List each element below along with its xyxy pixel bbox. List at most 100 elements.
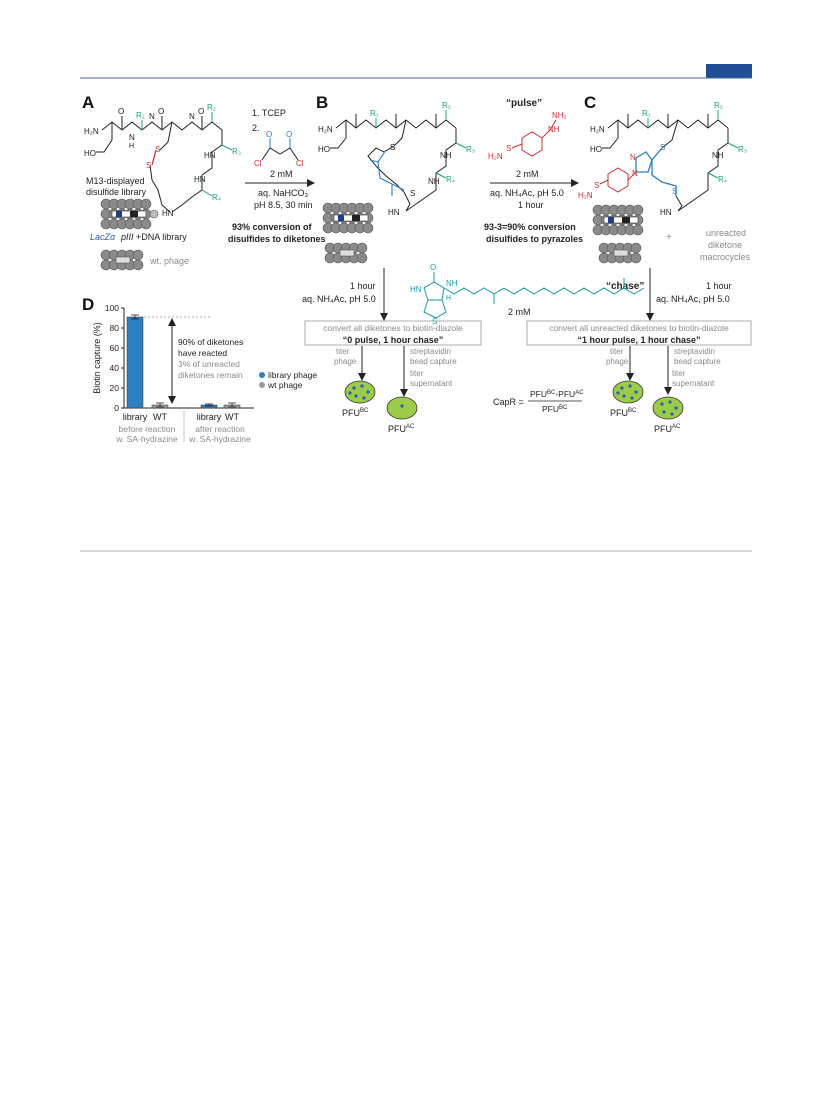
y-tick-label: 20 bbox=[110, 383, 120, 393]
panel-a-structure bbox=[96, 112, 233, 213]
right-plate-ac bbox=[652, 396, 684, 420]
group-label: after reaction bbox=[195, 424, 245, 434]
right-titer-sup-1: titer bbox=[672, 369, 686, 378]
panel-b-nh2: NH bbox=[428, 177, 440, 186]
right-titer-sup-2: supernatant bbox=[672, 379, 715, 388]
panel-c-sulfonamide bbox=[599, 167, 637, 193]
panel-c-h2n: H₂N bbox=[590, 125, 605, 134]
panel-b-h2n: H₂N bbox=[318, 125, 333, 134]
panel-c-r3: R₃ bbox=[738, 145, 747, 154]
panel-label-a: A bbox=[82, 93, 94, 112]
x-tick-label: library bbox=[123, 412, 148, 422]
biotin-s: S bbox=[432, 317, 437, 326]
left-plate-bc bbox=[344, 380, 376, 404]
y-tick-label: 40 bbox=[110, 363, 120, 373]
panel-a-wt-phage bbox=[100, 249, 144, 271]
panel-a-o2: O bbox=[158, 107, 164, 116]
step-ab-conv1: 93% conversion of bbox=[232, 222, 313, 232]
right-pfu-bc: PFUBC bbox=[610, 408, 637, 418]
panel-c-unreacted3: macrocycles bbox=[700, 252, 751, 262]
panel-c-unreacted1: unreacted bbox=[706, 228, 746, 238]
bar bbox=[126, 316, 144, 409]
left-titer-sup-2: supernatant bbox=[410, 379, 453, 388]
right-plate-bc bbox=[612, 380, 644, 404]
panel-c-unreacted2: diketone bbox=[708, 240, 742, 250]
panel-a-r2: R₂ bbox=[207, 103, 216, 112]
y-tick-label: 100 bbox=[105, 303, 119, 313]
step-ab-reagent1: 1. TCEP bbox=[252, 108, 286, 118]
panel-a-hn1: HN bbox=[204, 151, 216, 160]
panel-b-nh1: NH bbox=[440, 151, 452, 160]
chart-annotation: have reacted bbox=[178, 348, 227, 358]
right-box-line2: “1 hour pulse, 1 hour chase” bbox=[577, 335, 700, 345]
panel-a-disulfide bbox=[151, 149, 157, 166]
panel-a-ho: HO bbox=[84, 149, 96, 158]
panel-a-hn3: HN bbox=[162, 209, 174, 218]
panel-c-so2: S bbox=[594, 181, 599, 190]
panel-a-cys1 bbox=[159, 121, 173, 151]
panel-c-r4: R₄ bbox=[718, 175, 727, 184]
panel-c-plus: + bbox=[666, 232, 672, 243]
step-bc-time: 1 hour bbox=[518, 200, 544, 210]
step-ab-cl1: Cl bbox=[254, 159, 262, 168]
step-bc-s: S bbox=[506, 144, 511, 153]
step-ab-buffer: aq. NaHCO₃ bbox=[258, 188, 309, 198]
panel-a-lacz: LacZα bbox=[90, 232, 116, 242]
legend-marker bbox=[259, 382, 265, 388]
chase-right-buffer: aq. NH₄Ac, pH 5.0 bbox=[656, 294, 730, 304]
panel-a-hn2: HN bbox=[194, 175, 206, 184]
chart-annotation: 90% of diketones bbox=[178, 337, 243, 347]
panel-a-n2: N bbox=[149, 112, 155, 121]
biotin-h: H bbox=[446, 295, 451, 302]
group-label: before reaction bbox=[119, 424, 176, 434]
biotin-hn: HN bbox=[410, 285, 422, 294]
panel-a-n1: N bbox=[129, 133, 135, 142]
panel-c-structure bbox=[602, 110, 739, 212]
panel-a-library-phage bbox=[100, 198, 159, 230]
panel-a-r4: R₄ bbox=[212, 193, 221, 202]
capr-denominator: PFUBC bbox=[542, 404, 568, 414]
panel-a-h2n: H₂N bbox=[84, 127, 99, 136]
panel-c-n1: N bbox=[630, 153, 636, 162]
panel-b-r2: R₂ bbox=[442, 101, 451, 110]
left-pfu-ac: PFUAC bbox=[388, 424, 415, 434]
step-bc-h2n: H₂N bbox=[488, 152, 503, 161]
panel-c-hn: HN bbox=[660, 208, 672, 217]
panel-a-phage-body bbox=[100, 198, 152, 230]
panel-label-d: D bbox=[82, 295, 94, 314]
y-tick-label: 60 bbox=[110, 343, 120, 353]
panel-b-r3: R₃ bbox=[466, 145, 475, 154]
panel-a-dna: +DNA library bbox=[136, 232, 187, 242]
panel-b-diketone bbox=[369, 149, 405, 196]
panel-a-r3-branch bbox=[221, 144, 233, 151]
legend-label: wt phage bbox=[267, 380, 303, 390]
x-tick-label: WT bbox=[225, 412, 239, 422]
right-titer-1: titer bbox=[610, 347, 624, 356]
panel-c-ho: HO bbox=[590, 145, 602, 154]
panel-b-r1: R₁ bbox=[370, 109, 379, 118]
left-titer-sup-1: titer bbox=[410, 369, 424, 378]
panel-b-r4: R₄ bbox=[446, 175, 455, 184]
panel-b-wt-phage bbox=[324, 242, 368, 264]
y-axis-label: Biotin capture (%) bbox=[92, 322, 102, 394]
left-strep-2: bead capture bbox=[410, 357, 457, 366]
chase-right-time: 1 hour bbox=[706, 281, 732, 291]
panel-a-piii: pIII bbox=[120, 232, 134, 242]
panel-b-library-phage bbox=[322, 202, 374, 234]
panel-c-s1: S bbox=[660, 143, 665, 152]
step-ab-conc: 2 mM bbox=[270, 169, 293, 179]
left-strep-1: streptavidin bbox=[410, 347, 451, 356]
panel-c-s2: S bbox=[672, 187, 677, 196]
panel-label-b: B bbox=[316, 93, 328, 112]
panel-c-r2: R₂ bbox=[714, 101, 723, 110]
right-titer-2: phage bbox=[606, 357, 629, 366]
panel-a-r3: R₃ bbox=[232, 147, 241, 156]
legend-label: library phage bbox=[268, 370, 317, 380]
left-plate-ac bbox=[386, 396, 418, 420]
step-bc-conv1: 93-3=90% conversion bbox=[484, 222, 576, 232]
panel-label-c: C bbox=[584, 93, 596, 112]
header-accent-block bbox=[706, 64, 752, 78]
panel-a-o3: O bbox=[198, 107, 204, 116]
x-tick-label: library bbox=[197, 412, 222, 422]
